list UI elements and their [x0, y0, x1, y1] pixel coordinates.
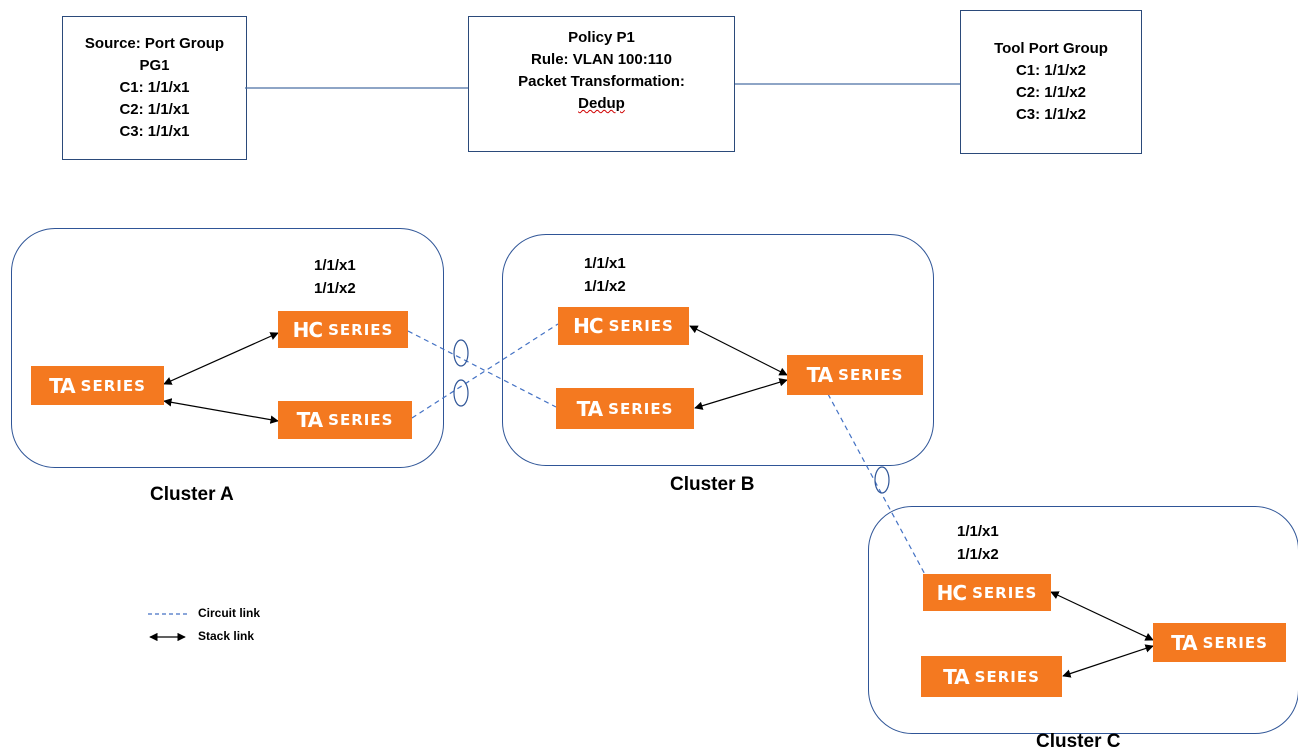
tool-line-4: C3: 1/1/x2	[1015, 106, 1087, 123]
source-line-2: PG1	[139, 57, 170, 74]
stack-link-b1	[689, 325, 788, 376]
cluster-b-ta-series-right: TA SERIES	[787, 355, 923, 395]
cluster-c-port-2: 1/1/x2	[957, 546, 999, 563]
series-text: SERIES	[974, 667, 1040, 686]
ta-logo: TA	[296, 408, 324, 432]
tool-line-2: C1: 1/1/x2	[1015, 62, 1087, 79]
tool-line-3: C2: 1/1/x2	[1015, 84, 1087, 101]
tool-port-group-box: Tool Port Group C1: 1/1/x2 C2: 1/1/x2 C3…	[960, 10, 1142, 154]
cluster-c-ta-series-lower: TA SERIES	[921, 656, 1062, 697]
series-text: SERIES	[972, 583, 1038, 602]
cluster-a-label: Cluster A	[150, 484, 234, 505]
circuit-link-2	[411, 323, 559, 419]
source-port-group-box: Source: Port Group PG1 C1: 1/1/x1 C2: 1/…	[62, 16, 247, 160]
policy-line-4: Dedup	[578, 95, 625, 112]
policy-line-1: Policy P1	[568, 29, 635, 46]
series-text: SERIES	[608, 399, 674, 418]
link-ellipse-2	[453, 379, 469, 407]
cluster-b-port-1: 1/1/x1	[584, 255, 626, 272]
series-text: SERIES	[328, 411, 394, 429]
source-line-5: C3: 1/1/x1	[119, 123, 190, 140]
link-ellipse-3	[874, 466, 890, 494]
cluster-b-ta-series-lower: TA SERIES	[556, 388, 694, 429]
hc-logo: HC	[936, 580, 967, 605]
cluster-b-ports: 1/1/x1 1/1/x2	[584, 252, 626, 298]
series-text: SERIES	[838, 366, 904, 384]
cluster-a-port-1: 1/1/x1	[314, 257, 356, 274]
legend-stack-label: Stack link	[198, 629, 255, 643]
ta-logo: TA	[1171, 630, 1198, 655]
cluster-c-label: Cluster C	[1036, 731, 1121, 752]
cluster-a-hc-series: HC SERIES	[278, 311, 408, 348]
policy-line-3: Packet Transformation:	[518, 73, 685, 90]
stack-link-c1	[1050, 591, 1154, 641]
ta-logo: TA	[576, 396, 604, 421]
stack-link-b2	[694, 378, 788, 410]
stack-link-a2	[163, 398, 279, 424]
cluster-c-ta-series-right: TA SERIES	[1153, 623, 1286, 662]
hc-logo: HC	[292, 317, 323, 342]
hc-logo: HC	[573, 314, 603, 338]
series-text: SERIES	[608, 317, 674, 335]
ta-logo: TA	[49, 373, 76, 398]
ta-logo: TA	[943, 664, 970, 689]
cluster-c-ports: 1/1/x1 1/1/x2	[957, 520, 999, 566]
source-line-3: C1: 1/1/x1	[119, 79, 190, 96]
series-text: SERIES	[328, 320, 394, 339]
legend-circuit-label: Circuit link	[198, 606, 261, 620]
cluster-b-port-2: 1/1/x2	[584, 278, 626, 295]
series-text: SERIES	[80, 376, 146, 395]
circuit-link-3	[827, 393, 929, 581]
cluster-b-container	[502, 234, 934, 466]
cluster-a-ta-series-left: TA SERIES	[31, 366, 164, 405]
tool-line-1: Tool Port Group	[994, 40, 1108, 57]
stack-link-a1	[163, 332, 279, 385]
cluster-c-port-1: 1/1/x1	[957, 523, 999, 540]
stack-link-c2	[1062, 644, 1154, 678]
cluster-b-label: Cluster B	[670, 474, 755, 495]
cluster-a-ports: 1/1/x1 1/1/x2	[314, 254, 356, 300]
cluster-c-container	[868, 506, 1298, 734]
cluster-a-port-2: 1/1/x2	[314, 280, 356, 297]
policy-line-2: Rule: VLAN 100:110	[531, 51, 672, 68]
cluster-b-hc-series: HC SERIES	[558, 307, 689, 345]
cluster-c-hc-series: HC SERIES	[923, 574, 1051, 611]
cluster-a-ta-series-right: TA SERIES	[278, 401, 412, 439]
ta-logo: TA	[806, 363, 834, 387]
source-line-4: C2: 1/1/x1	[119, 101, 190, 118]
link-ellipse-1	[453, 339, 469, 367]
circuit-link-1	[407, 330, 557, 408]
series-text: SERIES	[1202, 633, 1268, 652]
cluster-a-container	[11, 228, 444, 468]
policy-box: Policy P1 Rule: VLAN 100:110 Packet Tran…	[468, 16, 735, 152]
source-line-1: Source: Port Group	[84, 35, 225, 52]
